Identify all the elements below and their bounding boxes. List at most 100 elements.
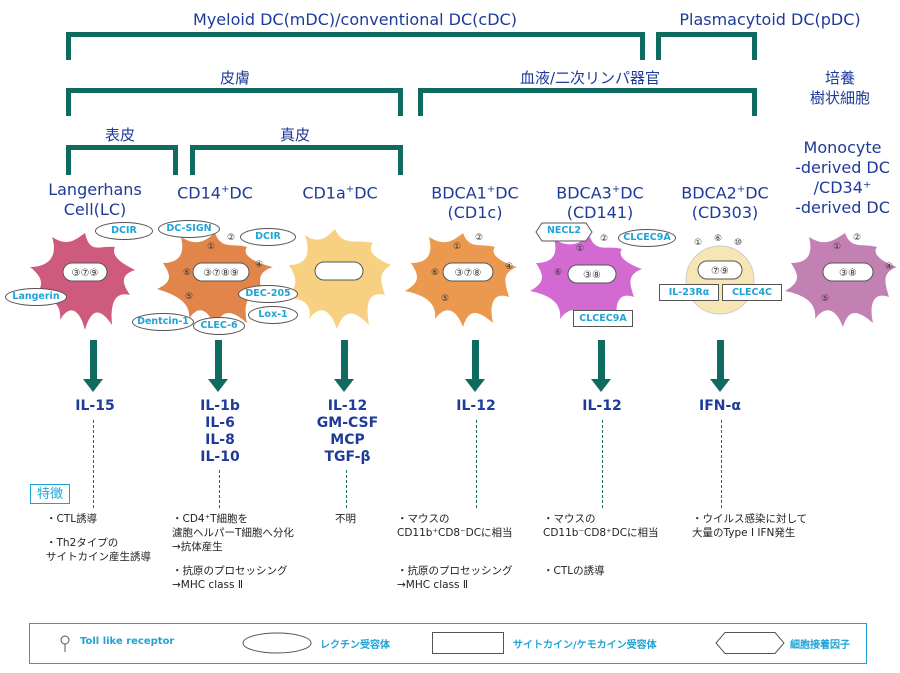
cytokines-lc: IL-15 (75, 398, 115, 414)
lectin-dec-205: DEC-205 (238, 285, 298, 303)
cd14-cell-shape: ③⑦⑧⑨ ①② ④⑤ ⑥ (157, 233, 273, 327)
dash-cd1a (346, 470, 347, 508)
legend-cytokine: サイトカイン/ケモカイン受容体 (513, 640, 657, 651)
cultured-dc-label-1: 培養 (824, 69, 855, 87)
svg-text:⑥: ⑥ (183, 268, 191, 278)
lectin-langerin: Langerin (5, 288, 67, 306)
svg-text:⑦⑨: ⑦⑨ (711, 266, 729, 277)
cytokine-receptor-clec4c: CLEC4C (722, 284, 782, 301)
skin-label: 皮膚 (219, 69, 250, 87)
svg-text:②: ② (475, 233, 483, 243)
features-bdca2: ・ウイルス感染に対して 大量のType Ⅰ IFN発生 (692, 513, 808, 539)
svg-text:⑥: ⑥ (554, 268, 562, 278)
myeloid-dc-label: Myeloid DC(mDC)/conventional DC(cDC) (193, 10, 517, 29)
epidermis-bracket (66, 145, 178, 175)
adhesion-legend-icon (715, 632, 785, 654)
cell-title-cd14: CD14+DC (177, 183, 253, 203)
dash-cd14 (219, 470, 220, 508)
lectin-dentcin-1: Dentcin-1 (132, 313, 194, 331)
arrow-bdca2 (710, 340, 730, 392)
legend-lectin: レクチン受容体 (320, 640, 390, 651)
tlr-inner-lc: ③⑦⑨ (72, 268, 99, 279)
cell-title-monocyte-derived: Monocyte-derived DC /CD34⁺-derived DC (795, 138, 890, 217)
bdca2-cell-shape: ⑦⑨ ① ⑥ ⑩ (685, 234, 755, 315)
svg-text:①: ① (694, 238, 702, 248)
bdca1-cell-shape: ③⑦⑧ ① ② ④ ⑤ ⑥ (405, 233, 517, 327)
features-cd14: ・CD4⁺T細胞を 濾胞ヘルパーT細胞へ分化 →抗体産生 ・抗原のプロセッシング… (172, 513, 294, 591)
dash-bdca3 (602, 420, 603, 508)
features-lc: ・CTL誘導 ・Th2タイプの サイトカイン産生誘導 (46, 513, 151, 563)
cytokines-bdca1: IL-12 (456, 398, 496, 414)
features-cd1a: 不明 (335, 513, 356, 525)
arrow-cd1a (334, 340, 354, 392)
feature-badge: 特徴 (30, 484, 70, 504)
svg-text:②: ② (600, 234, 608, 244)
skin-bracket (66, 88, 403, 116)
legend-adhesion: 細胞接着因子 (790, 640, 850, 651)
svg-text:⑩: ⑩ (734, 238, 742, 248)
cd1a-cell-shape (285, 229, 391, 329)
blood-bracket (418, 88, 757, 116)
langerhans-cell-shape: ③⑦⑨ (30, 233, 135, 330)
svg-text:①: ① (453, 242, 461, 252)
svg-text:③⑧: ③⑧ (839, 268, 857, 279)
svg-text:⑤: ⑤ (441, 294, 449, 304)
bdca3-cell-shape: ③⑧ ① ② ⑥ (530, 234, 642, 327)
dermis-label: 真皮 (279, 126, 310, 144)
cytokine-receptor-clcec9a: CLCEC9A (573, 310, 633, 327)
features-bdca1: ・マウスの CD11b⁺CD8⁻DCに相当 ・抗原のプロセッシング →MHC c… (397, 513, 513, 591)
lectin-clcec9a: CLCEC9A (618, 229, 676, 247)
arrow-lc (83, 340, 103, 392)
tlr-legend-icon (60, 635, 70, 652)
cytokine-receptor-il-23ra: IL-23Rα (659, 284, 719, 301)
dash-lc (93, 420, 94, 508)
svg-text:⑥: ⑥ (431, 268, 439, 278)
svg-text:③⑧: ③⑧ (583, 270, 601, 281)
cell-title-bdca2: BDCA2+DC (CD303) (681, 183, 769, 223)
epidermis-label: 表皮 (104, 126, 135, 144)
svg-text:③⑦⑧: ③⑦⑧ (455, 268, 482, 279)
lectin-legend-icon (242, 632, 312, 654)
lectin-lox-1: Lox-1 (248, 306, 298, 324)
monocyte-derived-cell-shape: ③⑧ ① ② ④ ⑤ (785, 233, 897, 327)
arrow-cd14 (208, 340, 228, 392)
cytokines-bdca2: IFN-α (699, 398, 741, 414)
svg-text:①: ① (833, 242, 841, 252)
svg-text:①: ① (207, 242, 215, 252)
lectin-clec-6: CLEC-6 (193, 317, 245, 335)
blood-label: 血液/二次リンパ器官 (519, 69, 661, 87)
cell-title-cd1a: CD1a+DC (302, 183, 378, 203)
svg-text:④: ④ (885, 262, 893, 272)
svg-text:①: ① (576, 244, 584, 254)
features-bdca3: ・マウスの CD11b⁻CD8⁺DCに相当 ・CTLの誘導 (543, 513, 659, 577)
cell-title-bdca3: BDCA3+DC (CD141) (556, 183, 644, 223)
svg-text:④: ④ (255, 260, 263, 270)
adhesion-necl2: NECL2 (546, 225, 582, 236)
svg-text:③⑦⑧⑨: ③⑦⑧⑨ (203, 268, 239, 279)
plasmacytoid-bracket (656, 32, 757, 60)
dermis-bracket (190, 145, 403, 175)
dash-bdca1 (476, 420, 477, 508)
svg-text:②: ② (853, 233, 861, 243)
svg-text:⑤: ⑤ (821, 294, 829, 304)
svg-text:⑥: ⑥ (714, 234, 722, 244)
legend-tlr: Toll like receptor (80, 636, 175, 647)
dash-bdca2 (721, 420, 722, 508)
svg-text:②: ② (227, 233, 235, 243)
adhesion-necl2-shape (535, 222, 593, 242)
plasmacytoid-dc-label: Plasmacytoid DC(pDC) (679, 10, 861, 29)
cytokines-bdca3: IL-12 (582, 398, 622, 414)
arrow-bdca3 (591, 340, 611, 392)
lectin-dcir-cd14: DCIR (240, 228, 296, 246)
cytokine-legend-icon (432, 632, 504, 654)
lectin-dc-sign: DC-SIGN (158, 220, 220, 238)
lectin-dcir-lc: DCIR (95, 222, 153, 240)
myeloid-bracket (66, 32, 645, 60)
cultured-dc-label-2: 樹状細胞 (809, 89, 870, 107)
cell-title-bdca1: BDCA1+DC (CD1c) (431, 183, 519, 223)
legend: Toll like receptor レクチン受容体 サイトカイン/ケモカイン受… (29, 623, 867, 664)
svg-text:④: ④ (505, 262, 513, 272)
